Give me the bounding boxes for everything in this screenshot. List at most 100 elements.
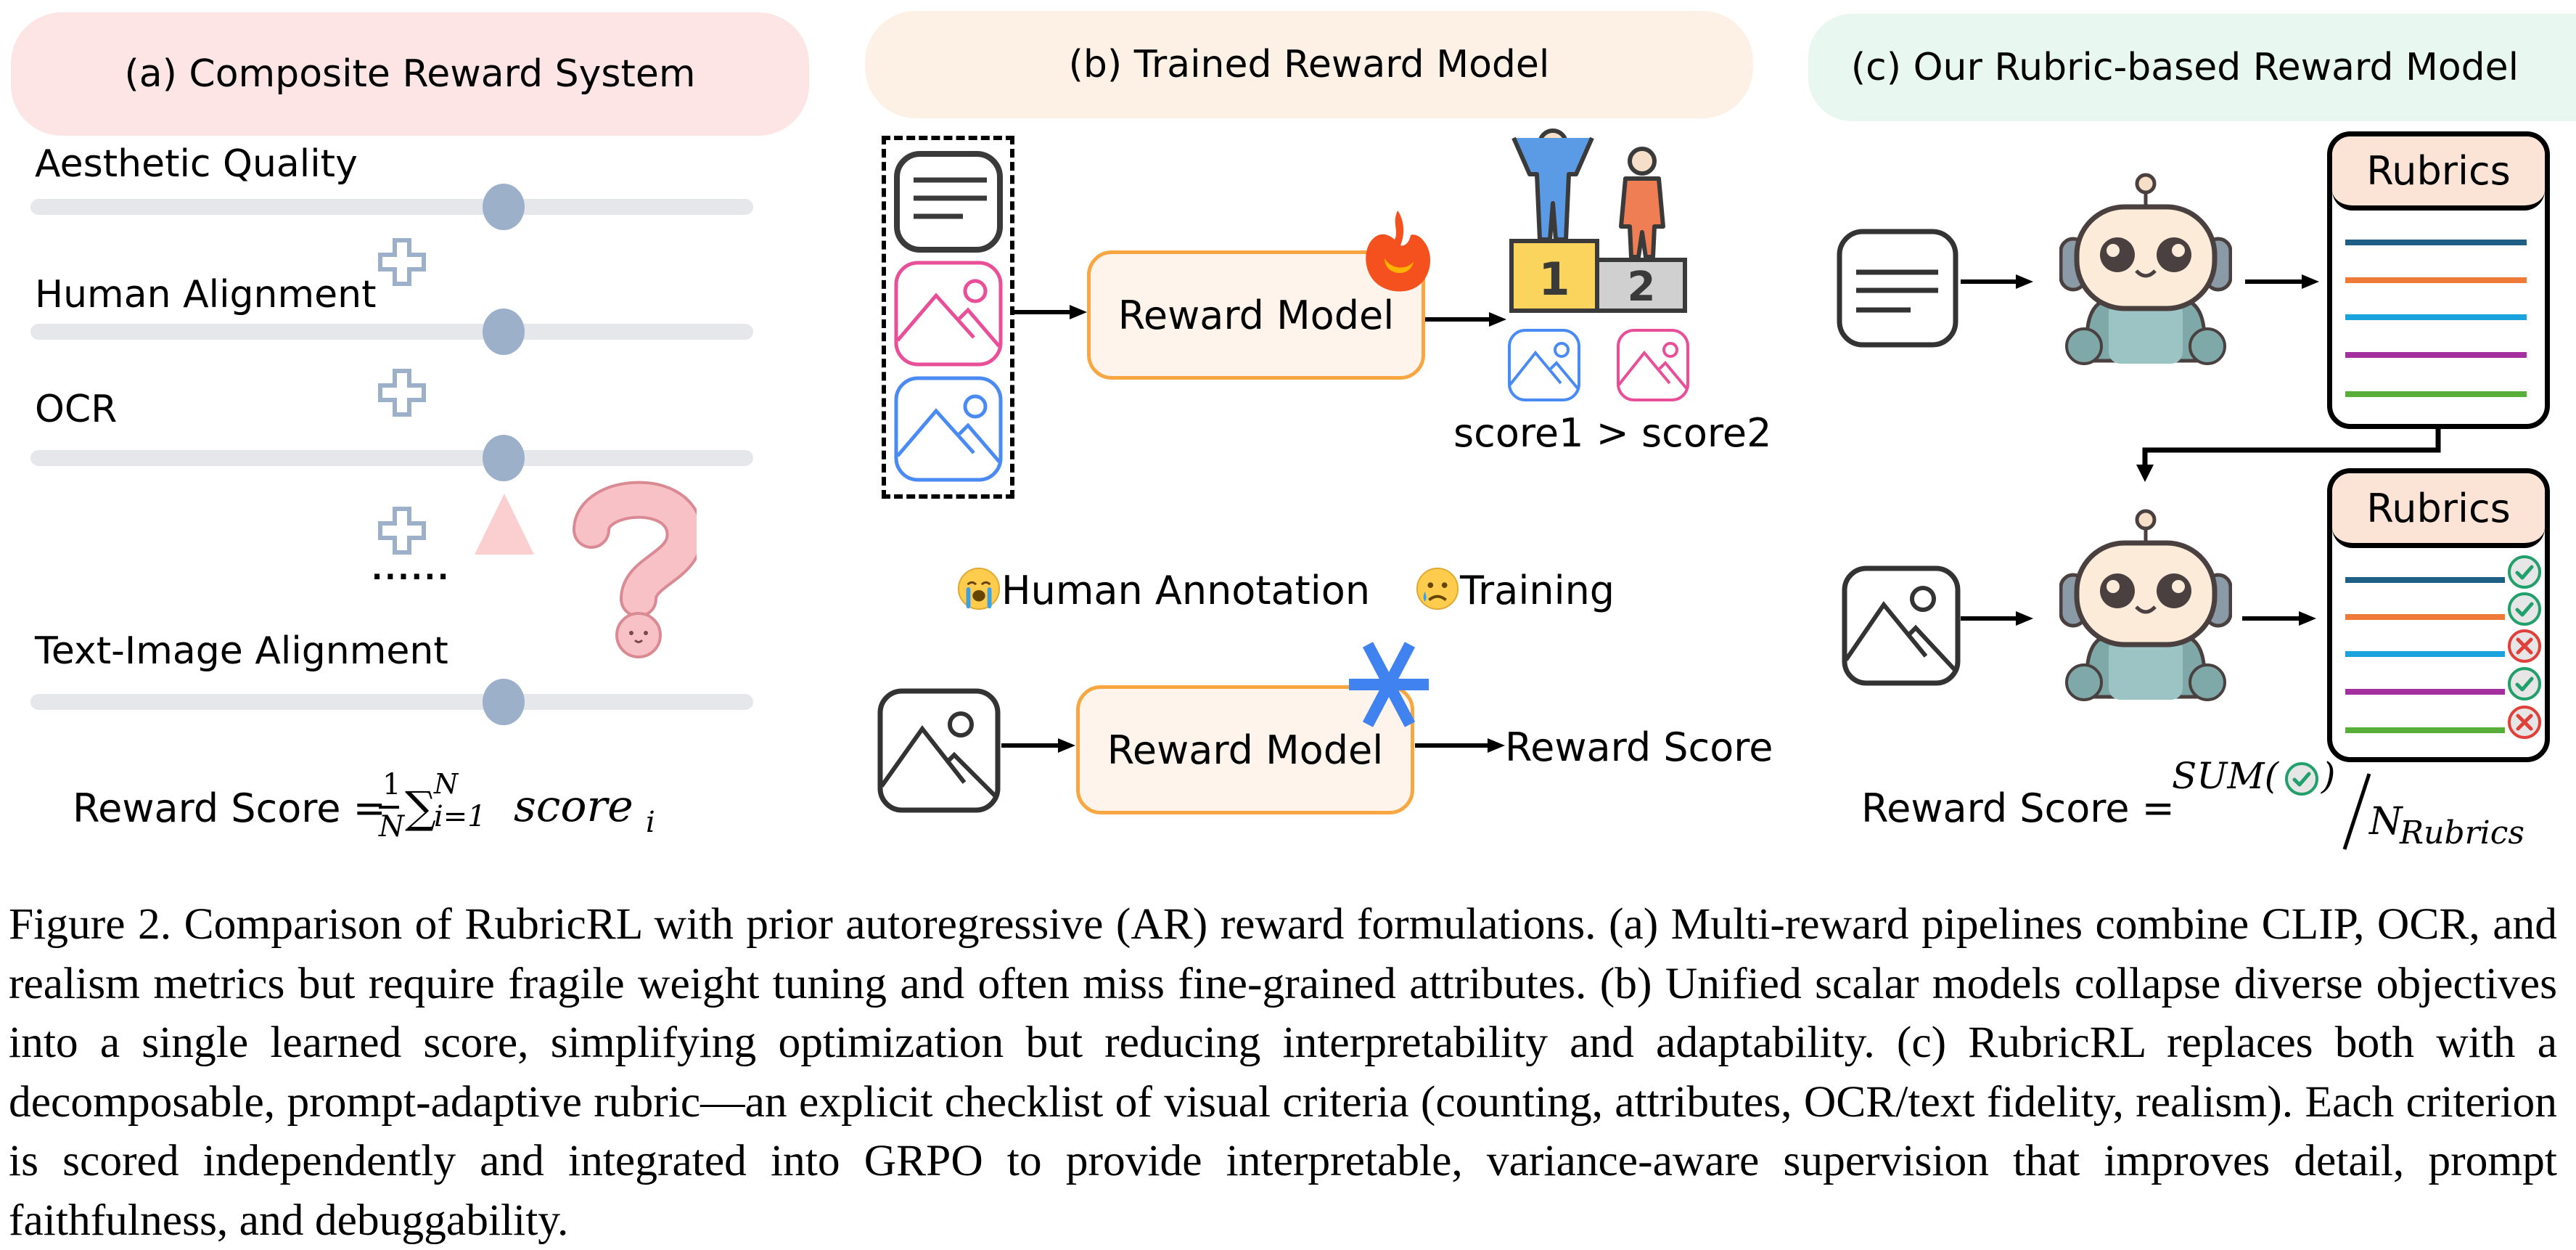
text-prompt-icon bbox=[894, 151, 1003, 253]
check-circle-icon bbox=[2285, 762, 2318, 796]
warning-triangle-icon bbox=[475, 494, 534, 555]
rubric-line bbox=[2345, 577, 2505, 583]
slider-track-ocr[interactable] bbox=[30, 450, 753, 466]
rubric-line bbox=[2345, 614, 2505, 620]
arrow-right-icon bbox=[2245, 274, 2319, 289]
podium-second-label: 2 bbox=[1628, 264, 1656, 311]
slider-track-aesthetic-quality[interactable] bbox=[30, 199, 753, 215]
crying-face-icon bbox=[957, 567, 1001, 610]
formula-a-frac-bar bbox=[379, 806, 399, 809]
figure-caption: Figure 2. Comparison of RubricRL with pr… bbox=[9, 895, 2557, 1250]
slider-track-text-image-alignment[interactable] bbox=[30, 694, 753, 710]
cost-human-annotation: Human Annotation bbox=[956, 566, 1370, 613]
slider-knob-ocr[interactable] bbox=[483, 435, 525, 481]
rubric-line bbox=[2345, 352, 2527, 358]
image-icon-pink-ranked bbox=[1617, 329, 1689, 401]
rubric-line bbox=[2345, 689, 2505, 695]
rubric-line bbox=[2345, 727, 2505, 733]
plus-icon bbox=[378, 507, 426, 555]
question-mark-icon bbox=[573, 481, 697, 658]
slider-track-human-alignment[interactable] bbox=[30, 324, 753, 340]
formula-a-frac-num: 1 bbox=[382, 768, 401, 801]
image-icon-pink bbox=[894, 261, 1003, 367]
panel-c-header: (c) Our Rubric-based Reward Model bbox=[1808, 14, 2576, 121]
formula-a-frac-den: N bbox=[379, 810, 404, 843]
snowflake-frozen-icon bbox=[1349, 642, 1429, 727]
arrow-right-icon bbox=[1425, 312, 1506, 327]
cross-fail-icon bbox=[2508, 629, 2541, 663]
cost-human-annotation-label: Human Annotation bbox=[1001, 568, 1371, 613]
rubric-line bbox=[2345, 391, 2527, 397]
arrow-right-icon bbox=[1001, 738, 1075, 753]
formula-a-term-sub: i bbox=[646, 806, 655, 839]
podium-first-label: 1 bbox=[1538, 253, 1570, 306]
check-pass-icon bbox=[2508, 592, 2541, 626]
cross-fail-icon bbox=[2508, 706, 2541, 739]
image-input-icon bbox=[1842, 565, 1961, 686]
slider-label-ocr: OCR bbox=[35, 388, 118, 431]
fraction-slash bbox=[2342, 773, 2371, 850]
connector-arrow bbox=[2136, 427, 2441, 482]
arrow-right-icon bbox=[1961, 611, 2033, 626]
formula-a-sum-lower: i=1 bbox=[434, 800, 486, 833]
reward-model-label-frozen: Reward Model bbox=[1107, 727, 1384, 773]
formula-c-denominator-sub: Rubrics bbox=[2400, 814, 2524, 851]
text-prompt-icon bbox=[1837, 229, 1958, 348]
input-group-dashed-box bbox=[882, 136, 1014, 499]
panel-b-header: (b) Trained Reward Model bbox=[865, 11, 1753, 118]
more-rewards-ellipsis: ...... bbox=[372, 553, 451, 587]
cost-training: Training bbox=[1415, 566, 1615, 613]
slider-label-text-image-alignment: Text-Image Alignment bbox=[35, 629, 448, 673]
arrow-right-icon bbox=[1961, 274, 2033, 289]
plus-icon bbox=[378, 238, 426, 286]
rubric-line bbox=[2345, 651, 2505, 657]
slider-label-human-alignment: Human Alignment bbox=[35, 273, 377, 316]
arrow-right-icon bbox=[1415, 738, 1505, 753]
arrow-right-icon bbox=[1014, 305, 1087, 319]
reward-score-output: Reward Score bbox=[1505, 724, 1773, 770]
slider-knob-aesthetic-quality[interactable] bbox=[483, 184, 525, 230]
rubrics-card-header: Rubrics bbox=[2332, 136, 2545, 211]
cost-training-label: Training bbox=[1460, 568, 1615, 613]
slider-label-aesthetic-quality: Aesthetic Quality bbox=[35, 142, 358, 186]
plus-icon bbox=[378, 369, 426, 417]
rubric-line bbox=[2345, 277, 2527, 283]
panel-a-header: (a) Composite Reward System bbox=[11, 12, 809, 136]
panel-c-title: (c) Our Rubric-based Reward Model bbox=[1850, 46, 2519, 89]
rubric-line bbox=[2345, 240, 2527, 245]
podium-icon: 1 2 bbox=[1509, 128, 1687, 313]
rubrics-card-generated: Rubrics bbox=[2327, 131, 2550, 429]
formula-a-lhs: Reward Score = bbox=[73, 785, 386, 831]
figure-caption-label: Figure 2. bbox=[9, 899, 172, 949]
formula-a-sum-upper: N bbox=[434, 768, 459, 800]
check-pass-icon bbox=[2508, 667, 2541, 700]
reward-model-box-frozen: Reward Model bbox=[1076, 685, 1414, 814]
check-pass-icon bbox=[2508, 555, 2541, 589]
rubrics-card-evaluated: Rubrics bbox=[2327, 468, 2550, 762]
panel-b-title: (b) Trained Reward Model bbox=[1068, 43, 1550, 86]
score-comparison: score1 > score2 bbox=[1453, 410, 1772, 456]
arrow-right-icon bbox=[2242, 611, 2316, 626]
formula-c-numerator-fn: SUM( bbox=[2172, 755, 2279, 797]
fire-icon bbox=[1366, 211, 1431, 292]
image-icon-blue-ranked bbox=[1508, 329, 1580, 401]
image-input-icon bbox=[877, 688, 1001, 813]
sad-tear-face-icon bbox=[1416, 567, 1459, 610]
formula-c-denominator: N bbox=[2369, 800, 2403, 843]
formula-c-numerator-close: ) bbox=[2321, 755, 2336, 797]
slider-knob-human-alignment[interactable] bbox=[483, 309, 525, 355]
robot-rubric-judge-icon bbox=[2059, 509, 2232, 701]
image-icon-blue bbox=[894, 376, 1003, 482]
reward-model-label: Reward Model bbox=[1117, 292, 1395, 338]
figure-caption-text: Comparison of RubricRL with prior autore… bbox=[9, 899, 2557, 1245]
slider-knob-text-image-alignment[interactable] bbox=[483, 679, 525, 725]
formula-a-sum-symbol: ∑ bbox=[405, 783, 436, 833]
formula-c-lhs: Reward Score = bbox=[1861, 785, 2175, 831]
rubrics-card-title: Rubrics bbox=[2366, 485, 2511, 531]
rubric-line bbox=[2345, 314, 2527, 320]
rubrics-card-header: Rubrics bbox=[2332, 473, 2545, 548]
formula-a-term: score bbox=[514, 781, 633, 832]
rubrics-card-title: Rubrics bbox=[2366, 148, 2511, 194]
panel-a-title: (a) Composite Reward System bbox=[124, 52, 696, 96]
robot-rubric-generator-icon bbox=[2059, 173, 2232, 365]
